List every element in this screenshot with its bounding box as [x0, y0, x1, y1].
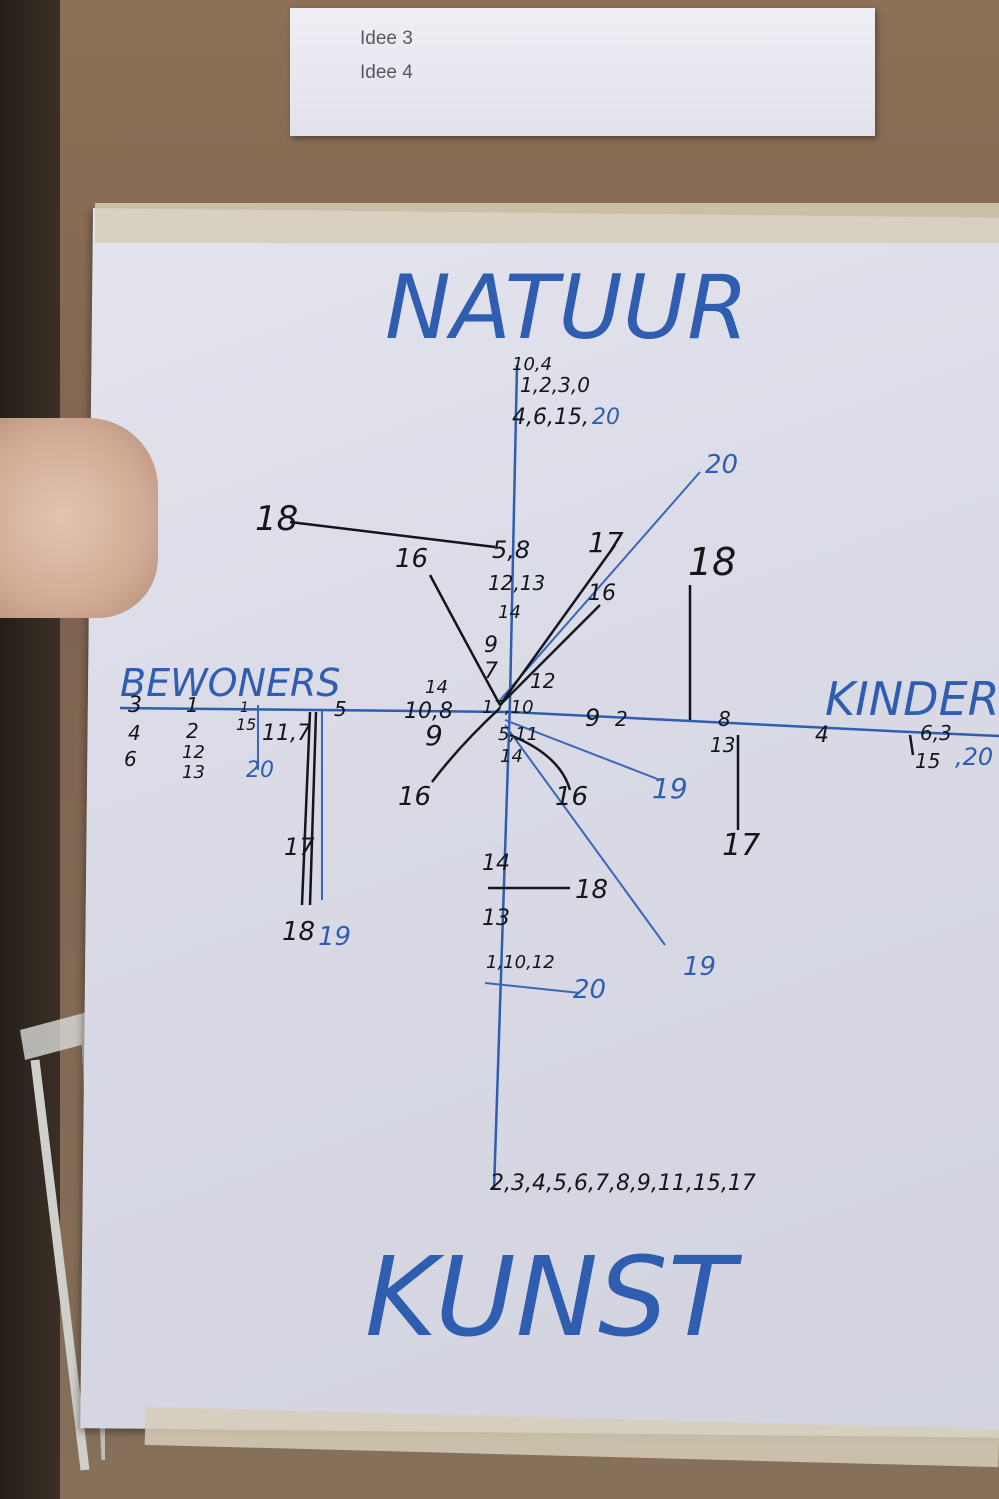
- handwritten-mark: 8: [718, 707, 731, 731]
- handwritten-mark: 11,7: [262, 721, 311, 746]
- handwritten-mark: 16: [588, 581, 616, 606]
- handwritten-mark: 20: [573, 975, 606, 1005]
- handwritten-mark: 14: [500, 746, 523, 767]
- handwritten-mark: 18: [688, 540, 736, 584]
- handwritten-mark: 5,11: [498, 724, 538, 745]
- handwritten-mark: 6: [124, 747, 137, 771]
- handwritten-mark: 16: [395, 544, 428, 574]
- handwritten-mark: 17: [588, 526, 624, 559]
- handwritten-mark: ,20: [955, 743, 993, 771]
- handwritten-mark: 2,3,4,5,6,7,8,9,11,15,17: [490, 1171, 756, 1196]
- handwritten-mark: 18: [255, 499, 298, 539]
- handwritten-mark: 12: [182, 742, 205, 763]
- handwritten-mark: 13: [710, 733, 735, 757]
- label-kunst: KUNST: [365, 1233, 743, 1361]
- handwritten-mark: 12: [530, 669, 555, 693]
- handwritten-mark: 19: [683, 952, 716, 982]
- vertical-axis: [492, 364, 519, 1191]
- handwritten-mark: 10,8: [404, 699, 453, 724]
- handwritten-mark: 4,6,15,: [512, 405, 589, 430]
- handwritten-mark: 4: [815, 723, 829, 748]
- handwritten-mark: 20: [246, 758, 274, 783]
- label-natuur: NATUUR: [385, 256, 748, 359]
- handwritten-mark: 7: [484, 659, 498, 684]
- handwritten-mark: 13: [482, 906, 510, 931]
- axes: [119, 364, 999, 1191]
- handwritten-mark: 10,4: [512, 354, 552, 375]
- note-line-idee-4: Idee 4: [360, 62, 413, 83]
- tape-top: [95, 203, 999, 243]
- handwritten-mark: 1,10,12: [486, 952, 555, 973]
- label-bewoners: BEWONERS: [120, 661, 341, 705]
- handwritten-mark: 9: [425, 719, 443, 752]
- handwritten-mark: 13: [182, 762, 205, 783]
- handwritten-mark: 1: [240, 700, 249, 716]
- handwritten-mark: 18: [282, 917, 315, 947]
- handwritten-mark: 19: [318, 922, 351, 952]
- handwritten-mark: 12,13: [488, 571, 545, 595]
- label-kinderen: KINDERE: [825, 672, 999, 726]
- handwritten-mark: 16: [555, 782, 588, 812]
- handwritten-mark: 19: [652, 772, 688, 805]
- handwritten-mark: 5: [334, 697, 347, 721]
- note-line-idee-3: Idee 3: [360, 28, 413, 49]
- handwritten-mark: 5,8: [492, 536, 530, 564]
- handwritten-mark: 9: [585, 704, 600, 732]
- handwritten-mark: 2: [186, 719, 199, 743]
- handwritten-mark: 15: [236, 715, 256, 734]
- handwritten-mark: 17: [284, 833, 315, 861]
- note-sheet: [290, 8, 875, 136]
- handwritten-mark: 1: [186, 693, 199, 717]
- handwritten-mark: 3: [128, 693, 142, 718]
- handwritten-mark: 20: [592, 405, 620, 430]
- handwritten-mark: 2: [615, 707, 628, 731]
- blue-lines: [257, 471, 701, 994]
- handwritten-mark: 18: [575, 875, 608, 905]
- handwritten-mark: 14: [482, 851, 510, 876]
- handwritten-mark: 1,2,3,0: [520, 373, 590, 397]
- handwritten-mark: 4: [128, 721, 141, 745]
- handwritten-mark: 17,10: [482, 697, 534, 718]
- handwritten-mark: 6,3: [920, 721, 952, 745]
- handwritten-mark: 17: [722, 828, 760, 863]
- horizontal-axis: [119, 706, 999, 738]
- handwritten-mark: 14: [498, 602, 521, 623]
- handwritten-mark: 20: [705, 450, 738, 480]
- handwritten-mark: 15: [915, 749, 940, 773]
- handwritten-mark: 14: [425, 677, 448, 698]
- handwritten-mark: 16: [398, 782, 431, 812]
- handwritten-mark: 9: [484, 633, 498, 658]
- hand: [0, 418, 158, 618]
- black-lines: [289, 520, 915, 906]
